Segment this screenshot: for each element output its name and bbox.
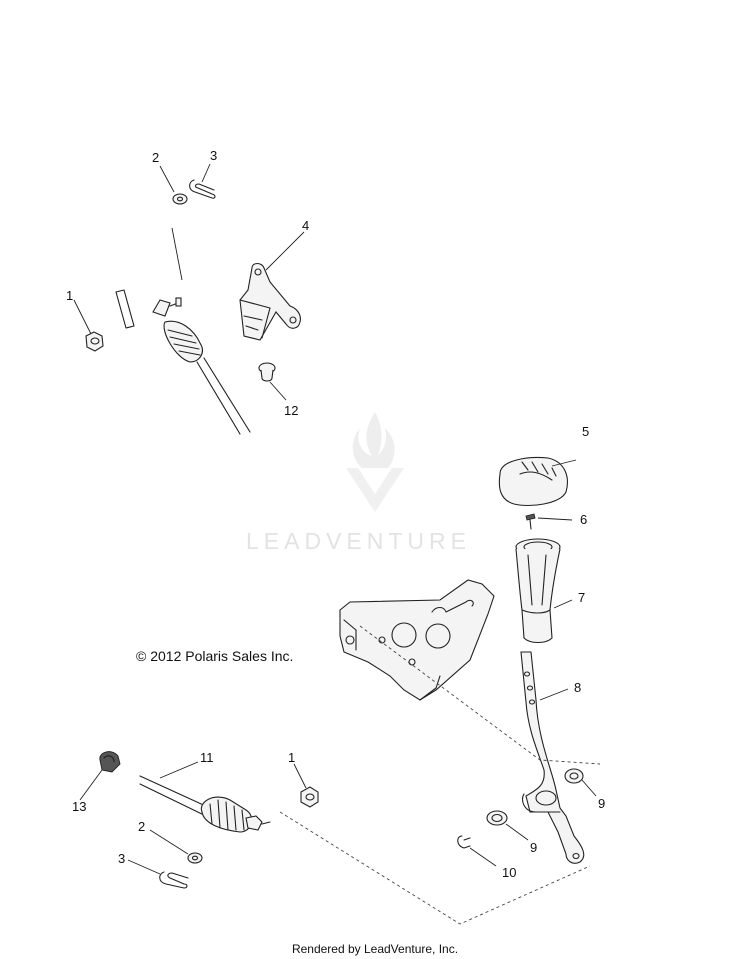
- shift-lever: [520, 651, 585, 864]
- cable-bracket: [239, 262, 301, 341]
- callout-3-bottom: 3: [118, 851, 125, 866]
- callout-1-top: 1: [66, 288, 73, 303]
- watermark-text: LEADVENTURE: [246, 528, 471, 554]
- callout-1-bottom: 1: [288, 750, 295, 765]
- callout-4: 4: [302, 218, 309, 233]
- bushing-bottom: [486, 810, 508, 826]
- callout-12: 12: [284, 403, 298, 418]
- clevis-ghost: [115, 289, 135, 329]
- nut-top: [85, 331, 104, 352]
- callout-2-top: 2: [152, 150, 159, 165]
- bushing-right: [564, 768, 584, 784]
- callout-6: 6: [580, 512, 587, 527]
- knob-screw: [525, 513, 536, 530]
- nut-bottom: [300, 786, 319, 808]
- callout-2-bottom: 2: [138, 819, 145, 834]
- washer-top: [172, 193, 188, 205]
- linkage-rod: [171, 227, 183, 281]
- copyright-notice: © 2012 Polaris Sales Inc.: [136, 648, 294, 664]
- shift-cable-upper: [152, 297, 251, 435]
- callout-7: 7: [578, 590, 585, 605]
- shift-boot: [515, 538, 561, 644]
- cable-clamp: [99, 751, 121, 773]
- callout-10: 10: [502, 865, 516, 880]
- clip-bottom: [159, 871, 189, 889]
- flange-bolt: [258, 362, 276, 382]
- shifter-mount-plate: [339, 579, 495, 701]
- clip-top: [189, 179, 216, 199]
- callout-9-right: 9: [598, 796, 605, 811]
- washer-bottom: [187, 852, 203, 864]
- callout-8: 8: [574, 680, 581, 695]
- footer-credit: Rendered by LeadVenture, Inc.: [291, 942, 459, 956]
- callout-13: 13: [72, 799, 86, 814]
- callout-11: 11: [200, 750, 214, 765]
- flame-chevron-logo-icon: [346, 412, 404, 512]
- callout-5: 5: [582, 424, 589, 439]
- shift-cable-lower: [139, 775, 271, 833]
- e-clip: [457, 835, 471, 849]
- shift-knob: [498, 456, 568, 507]
- callout-9-bottom: 9: [530, 840, 537, 855]
- callout-3-top: 3: [210, 148, 217, 163]
